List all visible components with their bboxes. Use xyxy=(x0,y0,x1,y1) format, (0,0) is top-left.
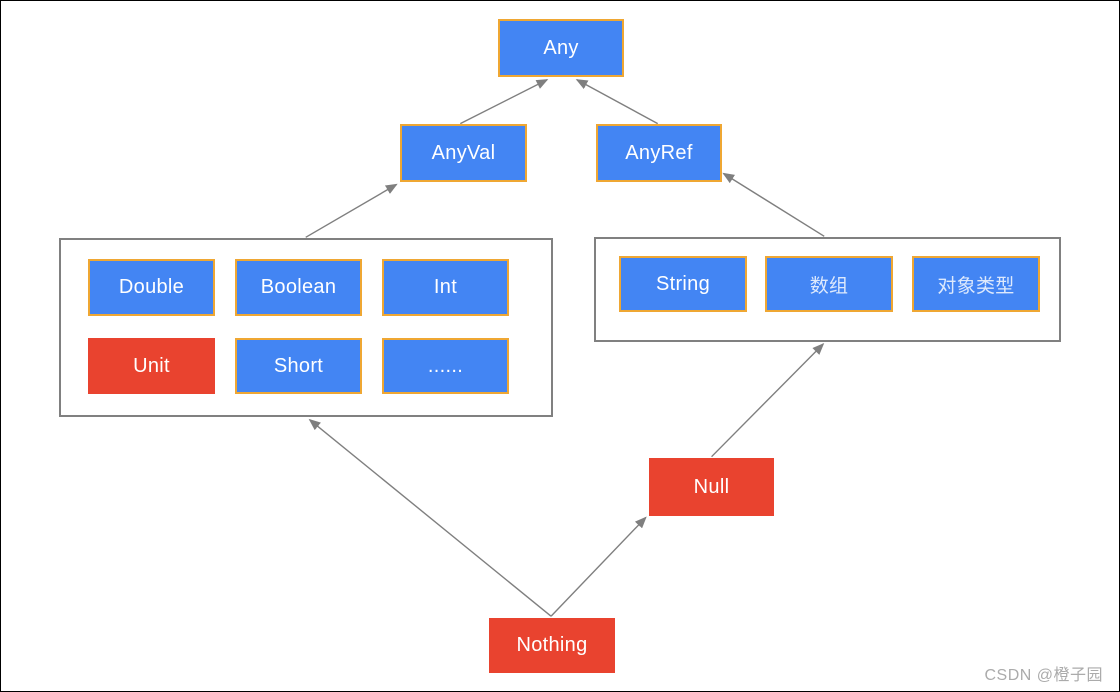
node-ellipsis-label: ...... xyxy=(427,354,464,377)
watermark: CSDN @橙子园 xyxy=(984,667,1103,684)
node-anyref-label: AnyRef xyxy=(625,141,693,164)
node-object-type: 对象类型 xyxy=(912,256,1040,312)
node-ellipsis: ...... xyxy=(382,338,509,394)
node-anyref: AnyRef xyxy=(596,124,722,182)
arrow-nothing-to-null xyxy=(550,516,647,617)
anyref-subtypes-group xyxy=(594,237,1061,342)
node-null: Null xyxy=(649,458,774,516)
arrow-anyval-to-any xyxy=(459,79,549,125)
node-boolean: Boolean xyxy=(235,259,362,316)
node-short-label: Short xyxy=(273,354,324,377)
node-any: Any xyxy=(498,19,624,77)
node-array: 数组 xyxy=(765,256,893,312)
arrow-anyref-to-any xyxy=(575,79,659,125)
anyval-subtypes-group xyxy=(59,238,553,417)
node-null-label: Null xyxy=(693,475,730,498)
node-nothing-label: Nothing xyxy=(516,634,588,656)
node-int-label: Int xyxy=(433,276,458,298)
node-double-label: Double xyxy=(118,276,185,298)
node-int: Int xyxy=(382,259,509,316)
node-string-label: String xyxy=(655,272,711,295)
node-nothing: Nothing xyxy=(489,618,615,673)
arrow-nothing-to-leftgroup xyxy=(308,418,552,617)
node-array-label: 数组 xyxy=(809,275,849,297)
node-string: String xyxy=(619,256,747,312)
node-anyval: AnyVal xyxy=(400,124,527,182)
node-short: Short xyxy=(235,338,362,394)
node-any-label: Any xyxy=(543,36,579,59)
arrow-null-to-rightgroup xyxy=(711,343,825,458)
node-object-type-label: 对象类型 xyxy=(937,275,1015,297)
node-double: Double xyxy=(88,259,215,316)
node-boolean-label: Boolean xyxy=(260,276,337,298)
arrow-rightgroup-to-anyref xyxy=(722,172,825,237)
node-unit: Unit xyxy=(88,338,215,394)
node-unit-label: Unit xyxy=(133,354,170,377)
node-anyval-label: AnyVal xyxy=(431,141,496,164)
arrow-leftgroup-to-anyval xyxy=(305,183,398,238)
